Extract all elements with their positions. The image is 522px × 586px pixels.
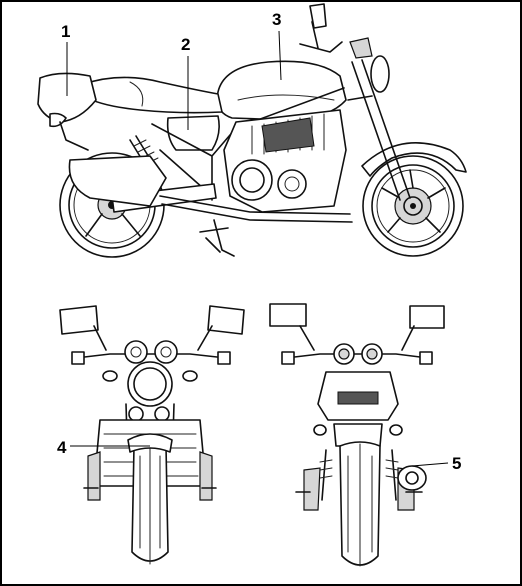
front-horn-left <box>128 406 144 422</box>
callout-4: 4 <box>57 438 150 457</box>
svg-text:5: 5 <box>452 454 461 473</box>
front-fork <box>347 59 411 201</box>
front-wheel <box>362 155 464 257</box>
front-view-motorcycle <box>59 305 245 565</box>
side-mirror <box>309 3 327 29</box>
callout-3: 3 <box>272 10 282 81</box>
front-right-mirror <box>207 305 245 335</box>
callout-1: 1 <box>61 22 70 96</box>
rear-view-motorcycle <box>269 303 445 567</box>
instrument-cluster <box>349 37 373 59</box>
callout-5: 5 <box>411 454 461 473</box>
svg-text:1: 1 <box>61 22 70 41</box>
side-stand <box>205 219 235 257</box>
rear-handlebar <box>285 353 429 359</box>
rear-muffler <box>397 465 427 491</box>
fuel-tank <box>216 60 347 121</box>
svg-text:4: 4 <box>57 438 67 457</box>
front-speedometer <box>124 340 148 364</box>
rear-right-mirror <box>409 305 445 329</box>
side-cover <box>166 115 220 151</box>
front-horn-right <box>154 406 170 422</box>
front-handlebar <box>75 353 227 359</box>
tail-light <box>49 112 67 128</box>
rear-cowl <box>37 72 97 123</box>
side-view-motorcycle <box>37 3 467 258</box>
svg-text:2: 2 <box>181 35 190 54</box>
rear-tail-light <box>337 391 379 405</box>
callout-2: 2 <box>181 35 190 130</box>
headlight <box>370 55 390 93</box>
front-fender <box>361 142 467 177</box>
seat <box>83 76 223 114</box>
front-tachometer <box>154 340 178 364</box>
front-left-mirror <box>59 305 99 335</box>
engine <box>223 109 347 213</box>
svg-text:3: 3 <box>272 10 281 29</box>
muffler <box>68 155 167 207</box>
rear-left-mirror <box>269 303 307 327</box>
exhaust-pipe <box>159 195 353 223</box>
